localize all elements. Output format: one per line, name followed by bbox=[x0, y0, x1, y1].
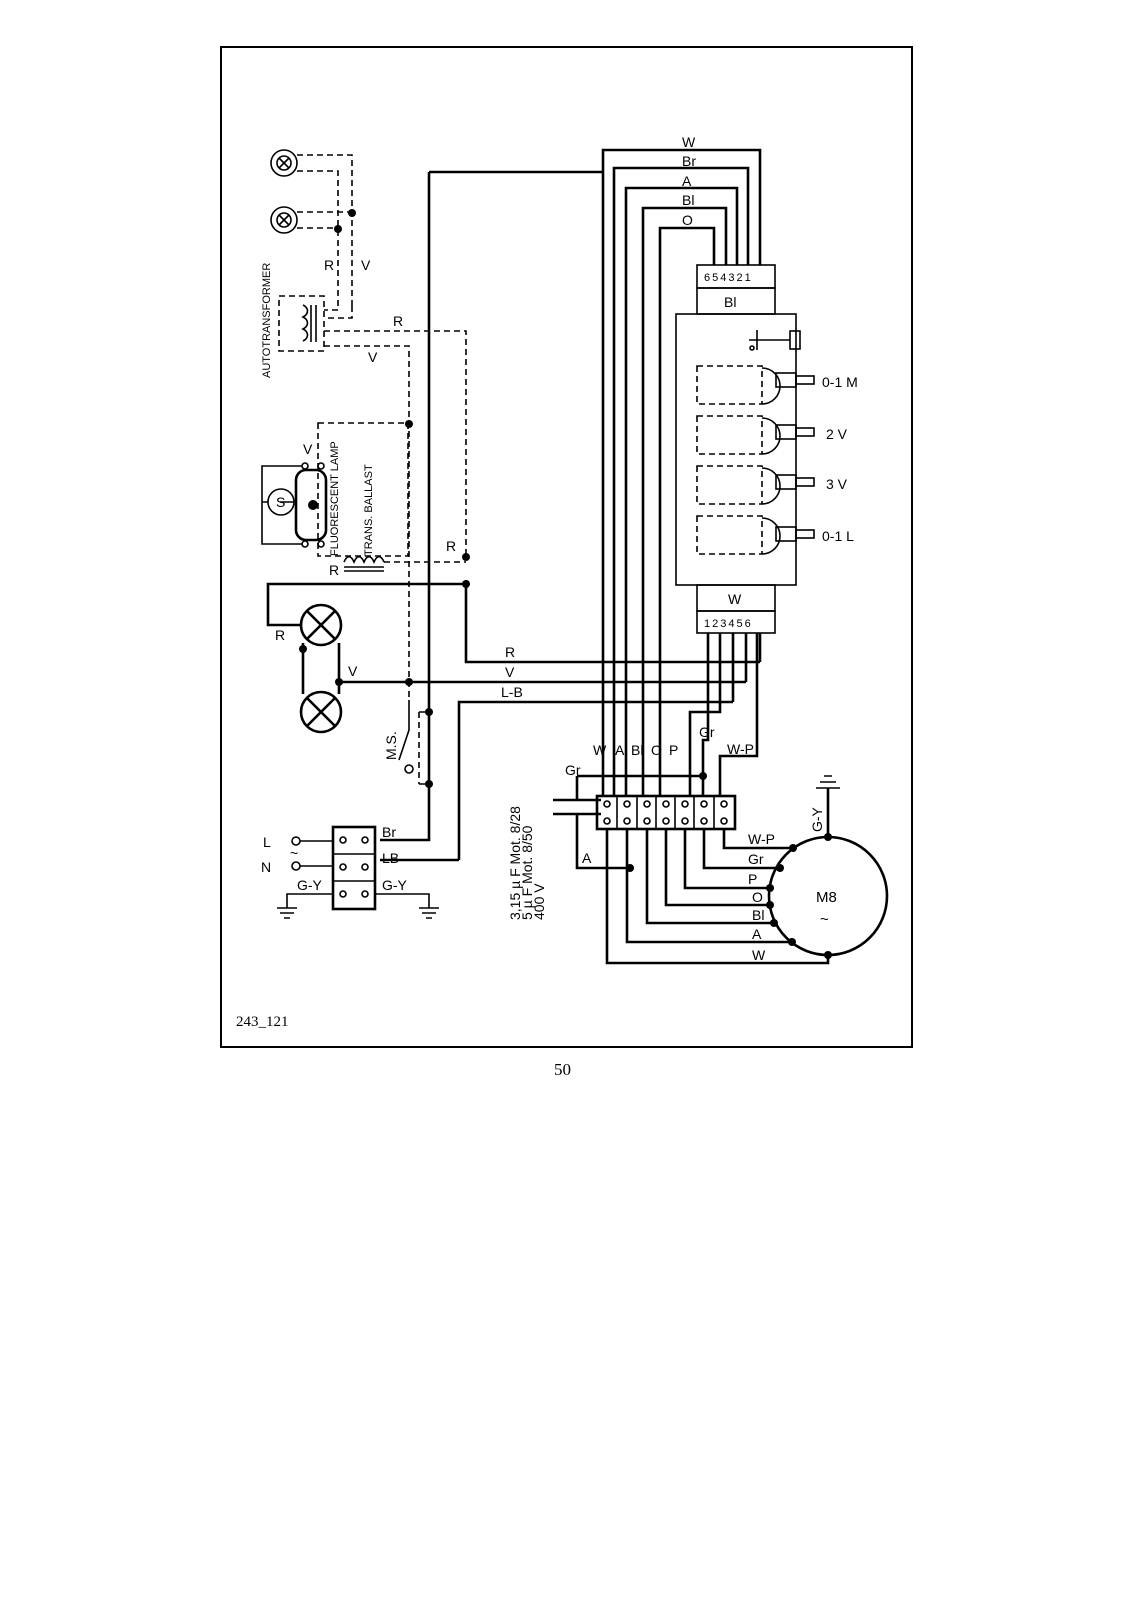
terminal-a-label: A bbox=[615, 742, 625, 758]
motor-wire-wp-label: W-P bbox=[748, 831, 775, 847]
switch-top-color: Bl bbox=[724, 294, 736, 310]
supply-gy-left-label: G-Y bbox=[297, 877, 323, 893]
cap-a-label: A bbox=[582, 850, 592, 866]
switch-bottom-terminals: 123456 bbox=[704, 618, 753, 630]
terminal-p-label: P bbox=[669, 742, 678, 758]
switch-position-1: 0-1 M bbox=[696, 365, 858, 405]
top-bus-a-label: A bbox=[682, 173, 692, 189]
cap-spec-line-3: 400 V bbox=[531, 883, 547, 920]
page-number: 50 bbox=[554, 1060, 571, 1079]
motor-symbol: ~ bbox=[820, 911, 829, 928]
fluorescent-lamp-label: FLUORESCENT LAMP bbox=[329, 441, 341, 556]
horiz-wire-r-label: R bbox=[505, 644, 515, 660]
cap-spec-line-2: 5 µ F Mot. 8/50 bbox=[519, 825, 535, 920]
fluor-wire-r-right-label: R bbox=[446, 538, 456, 554]
motor-wire-gr-label: Gr bbox=[748, 851, 764, 867]
position-label-3-v: 3 V bbox=[826, 476, 848, 492]
motor-earth-label: G-Y bbox=[809, 806, 825, 832]
bulb-wire-v-label: V bbox=[348, 663, 358, 679]
lamp-wire-r-label: R bbox=[324, 257, 334, 273]
motor-wire-w-label: W bbox=[752, 947, 766, 963]
motor-wire-bl-label: Bl bbox=[752, 907, 764, 923]
terminal-w-label: W bbox=[593, 742, 607, 758]
bulb-lower bbox=[299, 690, 343, 734]
motor: M8 ~ bbox=[767, 833, 889, 957]
auto-wire-v-label: V bbox=[368, 349, 378, 365]
motor-wire-o-label: O bbox=[752, 889, 763, 905]
bulb-upper bbox=[299, 603, 343, 647]
switch-bottom-color: W bbox=[728, 591, 742, 607]
wp-vertical-label: W-P bbox=[727, 741, 754, 757]
top-bus-br-label: Br bbox=[682, 153, 696, 169]
gr-vertical-label: Gr bbox=[699, 724, 715, 740]
supply-br-label: Br bbox=[382, 824, 396, 840]
switch-position-4: 0-1 L bbox=[696, 515, 854, 555]
fluorescent-lamp: S FLUORESCENT LAMP TRANS. BALLAST bbox=[261, 422, 409, 572]
trans-ballast-label: TRANS. BALLAST bbox=[363, 464, 375, 556]
switch-position-3: 3 V bbox=[696, 465, 848, 505]
autotransformer: AUTOTRANSFORMER bbox=[261, 263, 325, 378]
bulb-wire-r-label: R bbox=[275, 627, 285, 643]
signal-lamp-2 bbox=[270, 206, 298, 234]
diagram-frame bbox=[220, 46, 913, 1048]
horiz-wire-v-label: V bbox=[505, 664, 515, 680]
auto-wire-r-label: R bbox=[393, 313, 403, 329]
cap-spec-line-1: 3,15 µ F Mot. 8/28 bbox=[507, 806, 523, 920]
position-label-0-1-m: 0-1 M bbox=[822, 374, 858, 390]
selector-switch-block: 654321 Bl W 123456 0-1 M 2 V bbox=[675, 264, 858, 634]
autotransformer-label: AUTOTRANSFORMER bbox=[261, 263, 273, 378]
fluor-wire-v-label: V bbox=[303, 441, 313, 457]
motor-wire-a-label: A bbox=[752, 926, 762, 942]
motor-label: M8 bbox=[816, 889, 837, 906]
supply-lb-label: LB bbox=[382, 850, 399, 866]
supply-tilde: ~ bbox=[290, 845, 298, 861]
supply-neutral-label: N bbox=[261, 859, 271, 875]
cap-gr-label: Gr bbox=[565, 762, 581, 778]
fluor-wire-r-left-label: R bbox=[329, 562, 339, 578]
position-label-0-1-l: 0-1 L bbox=[822, 528, 854, 544]
capacitor: Gr A bbox=[553, 762, 634, 872]
switch-top-terminals: 654321 bbox=[704, 272, 753, 284]
motor-terminal-strip bbox=[595, 794, 737, 831]
supply-gy-right-label: G-Y bbox=[382, 877, 408, 893]
lamp-wire-v-label: V bbox=[361, 257, 371, 273]
position-label-2-v: 2 V bbox=[826, 426, 848, 442]
switch-position-2: 2 V bbox=[696, 415, 848, 455]
top-bus-w-label: W bbox=[682, 134, 696, 150]
top-bus-bl-label: Bl bbox=[682, 192, 694, 208]
signal-lamp-1 bbox=[270, 149, 298, 177]
figure-id: 243_121 bbox=[236, 1014, 289, 1030]
micro-switch: M.S. bbox=[383, 700, 429, 785]
supply-terminal-block bbox=[331, 825, 377, 911]
micro-switch-label: M.S. bbox=[383, 731, 399, 760]
horiz-wire-lb-label: L-B bbox=[501, 684, 523, 700]
motor-wire-p-label: P bbox=[748, 871, 757, 887]
supply-line-label: L bbox=[263, 834, 271, 850]
terminal-bl-label: Bl bbox=[631, 742, 643, 758]
terminal-o-label: O bbox=[651, 742, 662, 758]
top-bus-o-label: O bbox=[682, 212, 693, 228]
